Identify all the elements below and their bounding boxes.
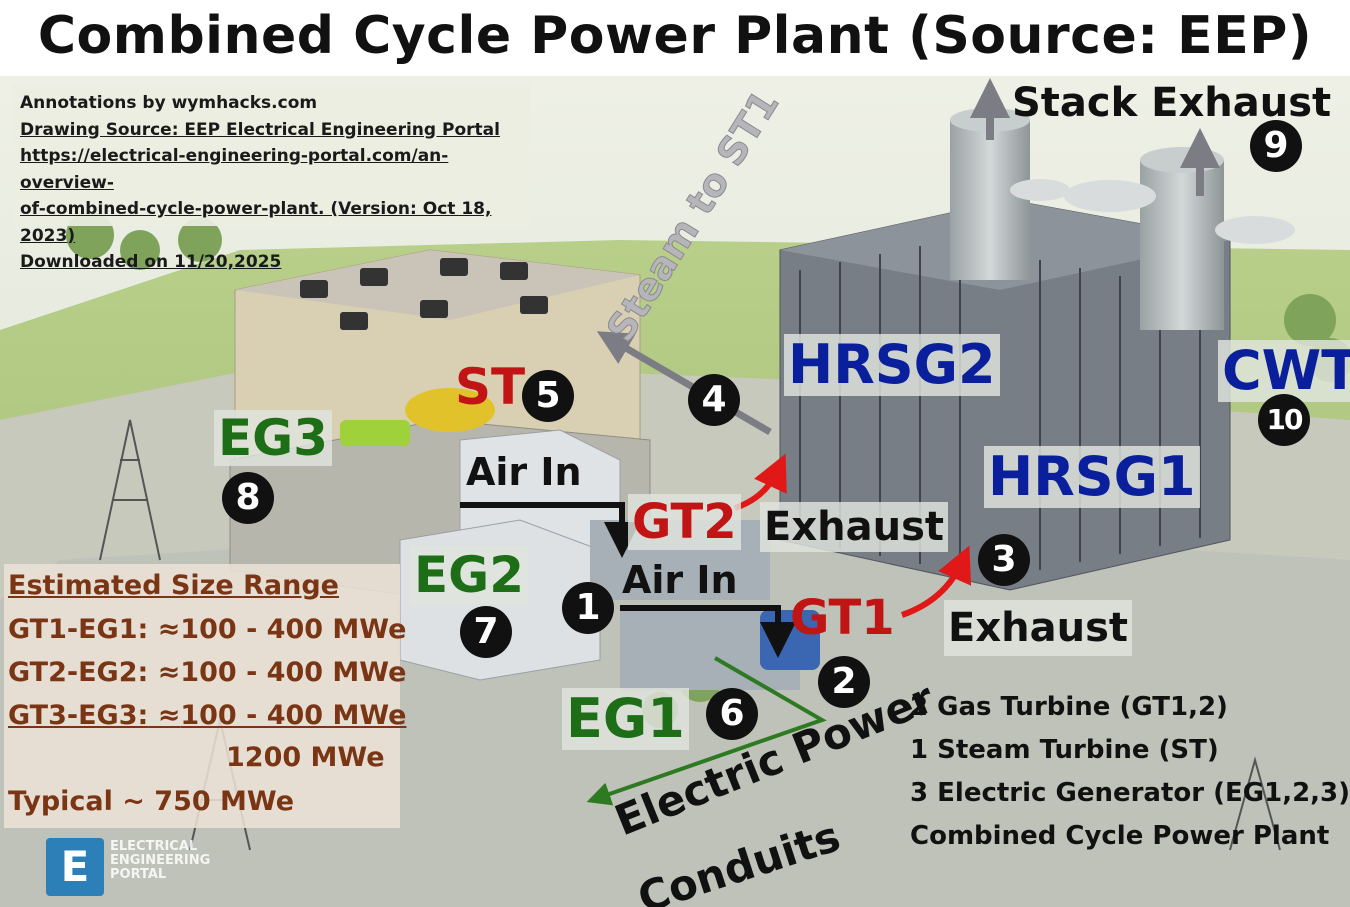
gt1-label: GT1 (790, 590, 895, 646)
marker-7: 7 (460, 606, 512, 658)
size-gt2-eg2: GT2-EG2: ≈100 - 400 MWe (8, 657, 407, 688)
size-gt3-range: 100 - 400 MWe (180, 700, 407, 731)
air-in-gt2-arrow (460, 502, 640, 558)
eep-logo-line: ELECTRICAL (110, 839, 198, 854)
eep-logo-line: PORTAL (110, 867, 167, 882)
attribution-date-line: Downloaded on 11/20,2025 (20, 252, 282, 272)
air-in-bottom-label: Air In (622, 558, 738, 602)
marker-10: 10 (1258, 394, 1310, 446)
hrsg2-label: HRSG2 (784, 334, 1000, 396)
stack-exhaust-label: Stack Exhaust (1012, 80, 1332, 126)
eep-logo-line: ENGINEERING (110, 853, 211, 868)
air-in-top-label: Air In (466, 450, 582, 494)
hrsg1-label: HRSG1 (984, 446, 1200, 508)
marker-8: 8 (222, 472, 274, 524)
marker-3: 3 (978, 534, 1030, 586)
size-range-heading: Estimated Size Range (8, 570, 339, 601)
size-gt3-approx: ≈ (148, 700, 181, 731)
marker-9: 9 (1250, 120, 1302, 172)
summary-steam-turbine: 1 Steam Turbine (ST) (910, 735, 1219, 765)
electric-power-arrow (586, 656, 827, 806)
gt1-exhaust-arrow (901, 545, 972, 618)
st-label: ST (455, 358, 526, 416)
eg3-label: EG3 (214, 410, 332, 466)
eep-logo: E (46, 838, 104, 896)
marker-2: 2 (818, 656, 870, 708)
air-in-gt1-arrow (620, 605, 796, 658)
eep-logo-text: ELECTRICAL ENGINEERING PORTAL (110, 840, 210, 882)
size-total: 1200 MWe (226, 742, 385, 773)
size-typical: Typical ~ 750 MWe (8, 786, 295, 817)
page-title: Combined Cycle Power Plant (Source: EEP) (37, 6, 1313, 66)
size-range-box: Estimated Size Range GT1-EG1: ≈100 - 400… (4, 564, 406, 828)
exhaust-bottom-label: Exhaust (944, 600, 1132, 656)
attribution-url-line: https://electrical-engineering-portal.co… (20, 146, 449, 193)
gt2-label: GT2 (628, 494, 741, 550)
size-gt3-name: GT3-EG3: (8, 700, 149, 731)
size-gt1-eg1: GT1-EG1: ≈100 - 400 MWe (8, 614, 407, 645)
eep-logo-glyph: E (60, 842, 90, 891)
summary-generators: 3 Electric Generator (EG1,2,3) (910, 778, 1350, 808)
eg2-label: EG2 (410, 546, 528, 604)
attribution-url-line: of-combined-cycle-power-plant. (Version:… (20, 199, 492, 246)
cwt-label: CWT (1218, 340, 1350, 402)
exhaust-top-label: Exhaust (760, 502, 948, 552)
eg1-label: EG1 (562, 688, 689, 750)
attribution-line: Annotations by wymhacks.com (20, 93, 318, 113)
size-gt3-eg3: GT3-EG3: ≈100 - 400 MWe (8, 700, 406, 731)
marker-4: 4 (688, 374, 740, 426)
attribution-box: Annotations by wymhacks.com Drawing Sour… (12, 84, 530, 272)
attribution-source-line: Drawing Source: EEP Electrical Engineeri… (20, 119, 500, 140)
marker-1: 1 (562, 582, 614, 634)
marker-5: 5 (522, 370, 574, 422)
summary-plant-type: Combined Cycle Power Plant (910, 821, 1330, 851)
summary-gas-turbines: 2 Gas Turbine (GT1,2) (910, 692, 1228, 722)
marker-6: 6 (706, 688, 758, 740)
